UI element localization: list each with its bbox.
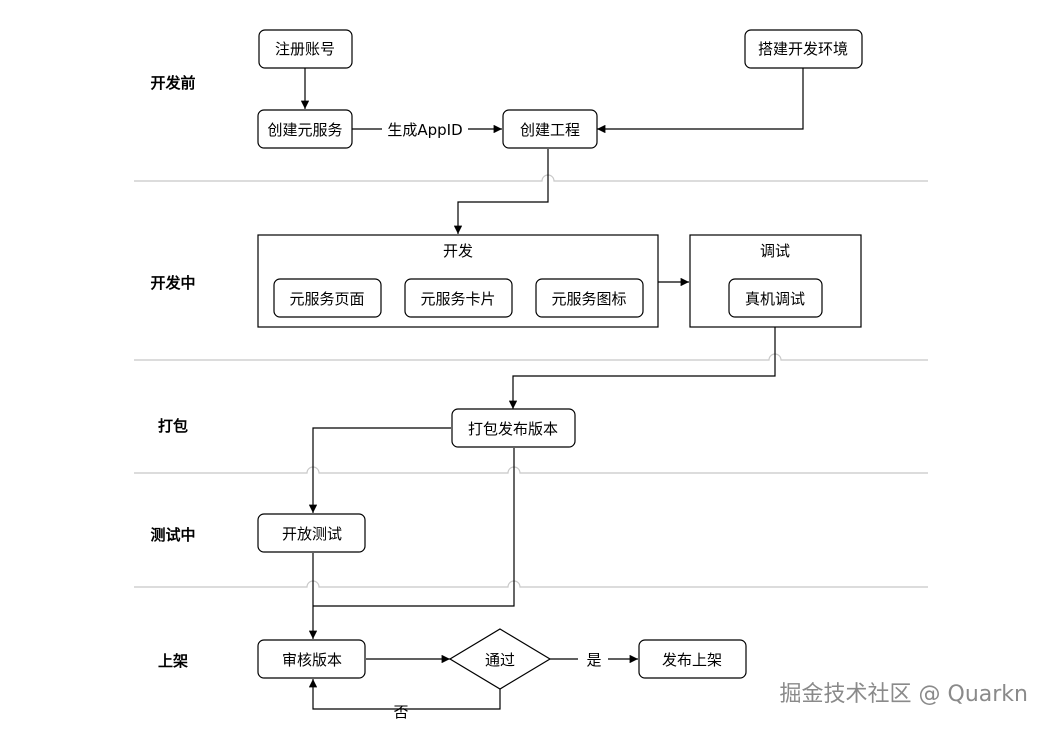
separator-3 (134, 466, 928, 474)
separator-4 (134, 580, 928, 588)
edge-package-to-open-test (308, 427, 451, 513)
edge-debug-to-package (508, 327, 776, 409)
node-pass-decision: 通过 (448, 628, 552, 690)
node-icon-label: 元服务图标 (551, 290, 626, 308)
node-pass-label: 通过 (485, 651, 515, 669)
node-package-release-label: 打包发布版本 (468, 420, 558, 438)
group-debug-label: 调试 (760, 242, 790, 260)
node-open-test: 开放测试 (257, 513, 366, 553)
node-create-service-label: 创建元服务 (267, 121, 342, 139)
node-page: 元服务页面 (273, 278, 382, 318)
lane-label-during: 开发中 (150, 274, 195, 292)
separator-2 (134, 353, 928, 361)
node-setup-env: 搭建开发环境 (744, 29, 863, 69)
lane-label-release: 上架 (158, 652, 188, 670)
node-publish: 发布上架 (638, 639, 747, 679)
lane-label-testing: 测试中 (150, 526, 195, 544)
edge-setup-env-to-project (597, 68, 804, 134)
node-review: 审核版本 (257, 639, 366, 679)
node-publish-label: 发布上架 (662, 651, 722, 669)
lane-label-before: 开发前 (150, 74, 195, 92)
edge-label-yes: 是 (586, 651, 601, 669)
node-create-service: 创建元服务 (257, 109, 353, 149)
edge-pass-no-to-review (308, 679, 501, 710)
node-device-debug-label: 真机调试 (745, 290, 805, 308)
node-register-label: 注册账号 (275, 40, 335, 58)
group-develop-label: 开发 (443, 242, 473, 260)
edges (300, 68, 804, 710)
separator-1 (134, 174, 928, 182)
node-review-label: 审核版本 (282, 651, 342, 669)
node-create-project-label: 创建工程 (520, 121, 580, 139)
node-icon: 元服务图标 (535, 278, 644, 318)
edge-label-appid: 生成AppID (387, 121, 462, 139)
node-package-release: 打包发布版本 (451, 408, 576, 448)
lane-label-package: 打包 (158, 417, 188, 435)
node-register: 注册账号 (258, 29, 353, 69)
node-open-test-label: 开放测试 (282, 525, 342, 543)
node-create-project: 创建工程 (502, 109, 598, 149)
node-setup-env-label: 搭建开发环境 (758, 40, 848, 58)
edge-project-to-develop (453, 149, 549, 234)
node-page-label: 元服务页面 (289, 290, 364, 308)
edge-label-no: 否 (393, 703, 408, 721)
node-card-label: 元服务卡片 (420, 290, 495, 308)
watermark-text: 掘金技术社区 @ Quarkn (780, 682, 1028, 707)
node-device-debug: 真机调试 (728, 278, 823, 318)
node-card: 元服务卡片 (404, 278, 513, 318)
edge-package-to-review (313, 448, 515, 607)
